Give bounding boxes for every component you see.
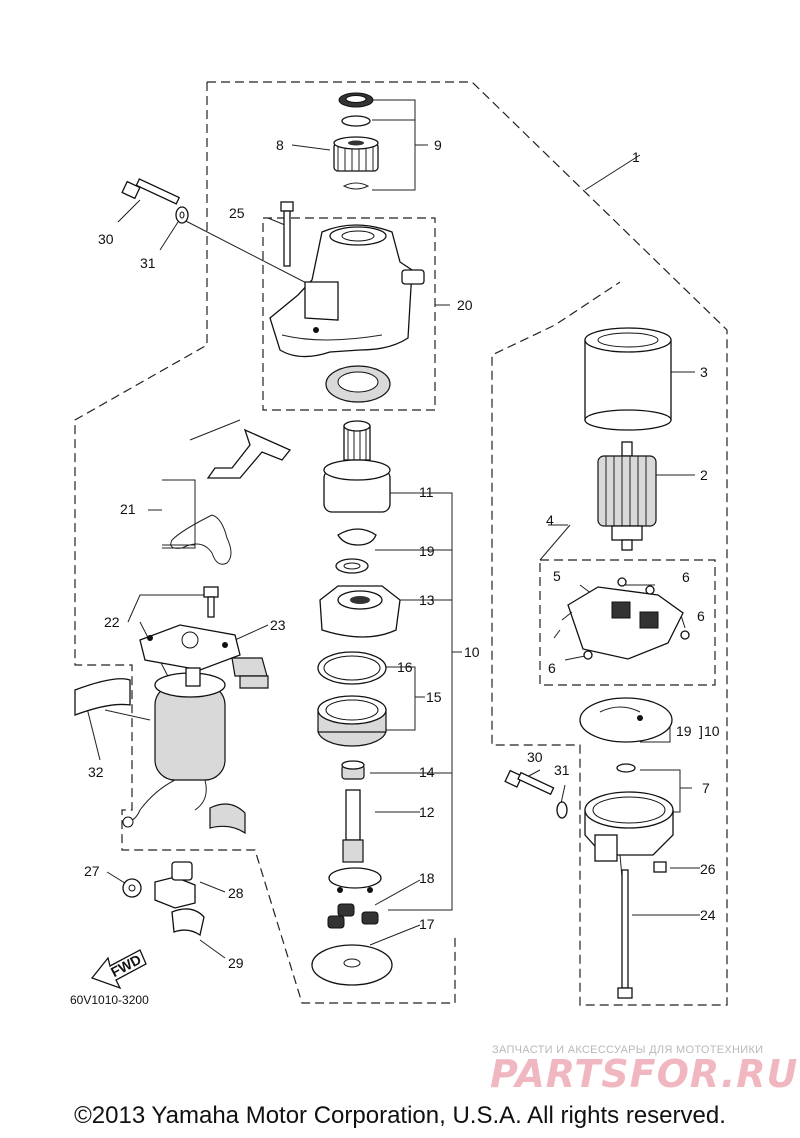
part-21-shift-lever-and-spring: [170, 428, 292, 565]
part-27-nut: [122, 878, 142, 898]
callout-3: 3: [700, 364, 708, 380]
part-3-yoke: [584, 327, 672, 431]
callout-6b: 6: [697, 608, 705, 624]
copyright-text: ©2013 Yamaha Motor Corporation, U.S.A. A…: [74, 1102, 726, 1129]
part-4-brush-holder: [553, 577, 690, 660]
part-29-terminal-cover: [171, 908, 205, 937]
watermark-tagline: ЗАПЧАСТИ И АКСЕССУАРЫ ДЛЯ МОТОТЕХНИКИ: [492, 1044, 764, 1056]
callout-11: 11: [419, 484, 434, 500]
drawing-code: 60V1010-3200: [70, 993, 149, 1007]
part-11-armature-shaft: [323, 420, 391, 513]
callout-29: 29: [228, 955, 244, 971]
part-12-pinion-shaft: [328, 789, 382, 893]
callout-25: 25: [229, 205, 245, 221]
part-25-bolt: [280, 201, 294, 267]
callout-31b: 31: [554, 762, 570, 778]
part-13-gear-housing: [319, 585, 401, 638]
callout-10b: 10: [704, 723, 720, 739]
callout-9: 9: [434, 137, 442, 153]
callout-19b: 19: [676, 723, 692, 739]
callout-labels: 1 2 3 4 5 6 6 6 7 8 9 10 11 12 13 14 15 …: [84, 137, 720, 971]
callout-30b: 30: [527, 749, 543, 765]
callout-32: 32: [88, 764, 104, 780]
callout-5: 5: [553, 568, 561, 584]
part-20-bearing: [325, 365, 391, 403]
callout-31a: 31: [140, 255, 156, 271]
callout-6c: 6: [548, 660, 556, 676]
part-9-spring: [342, 182, 370, 190]
part-18-planet-gears: [327, 903, 379, 929]
fwd-arrow: FWD: [90, 949, 147, 990]
callout-24: 24: [700, 907, 716, 923]
callout-14: 14: [419, 764, 435, 780]
callout-4: 4: [546, 512, 554, 528]
part-2-armature: [597, 441, 657, 551]
part-28-terminal: [154, 861, 196, 909]
part-20-front-bracket: [269, 224, 425, 358]
part-26-screw: [653, 861, 667, 873]
part-19-brush-plate: [579, 697, 673, 743]
part-30-bolt: [121, 178, 181, 205]
assembly-outline-20: [262, 217, 436, 411]
part-31-washer: [175, 206, 189, 224]
assembly-outline-main: [74, 81, 728, 1006]
callout-13: 13: [419, 592, 435, 608]
part-31-washer-rear: [556, 801, 568, 819]
part-14-bushing: [341, 760, 365, 780]
part-washer: [335, 558, 369, 574]
callout-8: 8: [276, 137, 284, 153]
callout-23: 23: [270, 617, 286, 633]
part-15-internal-gear: [317, 695, 387, 747]
part-32-band: [74, 678, 131, 716]
part-19-clip: [337, 528, 377, 546]
part-23-rubber-covers: [209, 657, 269, 835]
callout-bracket: ]: [699, 723, 703, 739]
callout-20: 20: [457, 297, 473, 313]
part-9-retainer-ring: [338, 92, 374, 127]
callout-6a: 6: [682, 569, 690, 585]
callout-22: 22: [104, 614, 120, 630]
fwd-label: FWD: [108, 951, 144, 980]
part-30-bolt-rear: [504, 769, 555, 796]
callout-18: 18: [419, 870, 435, 886]
callout-2: 2: [700, 467, 708, 483]
callout-15: 15: [426, 689, 442, 705]
part-16-o-ring: [317, 651, 387, 685]
callout-12: 12: [419, 804, 435, 820]
callout-30a: 30: [98, 231, 114, 247]
watermark-logo: PARTSFOR.RU: [490, 1052, 799, 1096]
part-17-plate: [311, 944, 393, 986]
callout-17: 17: [419, 916, 435, 932]
callout-16: 16: [397, 659, 413, 675]
callout-7: 7: [702, 780, 710, 796]
callout-28: 28: [228, 885, 244, 901]
callout-1: 1: [632, 149, 640, 165]
part-24-through-bolt: [617, 869, 633, 999]
part-8-pinion-gear: [333, 136, 379, 172]
callout-21: 21: [120, 501, 136, 517]
callout-10a: 10: [464, 644, 480, 660]
callout-26: 26: [700, 861, 716, 877]
part-7-rear-cover: [584, 763, 674, 862]
callout-27: 27: [84, 863, 100, 879]
part-22-starter-relay: [122, 586, 241, 828]
assembly-outline-4: [539, 559, 716, 686]
callout-19a: 19: [419, 543, 435, 559]
